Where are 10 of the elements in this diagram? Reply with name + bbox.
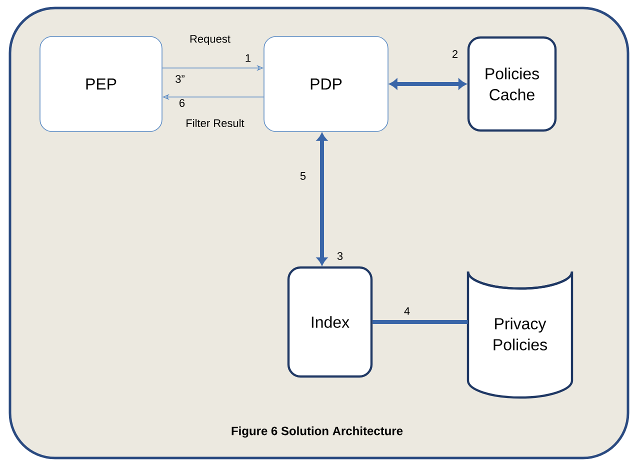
process-box: Policies Cache xyxy=(467,36,557,132)
step-number: 3” xyxy=(176,75,184,83)
process-box: Index xyxy=(287,266,373,378)
caption: Figure 6 Solution Architecture xyxy=(232,426,403,438)
process-box: PDP xyxy=(264,36,388,132)
process-box: PEP xyxy=(40,36,162,132)
arrow xyxy=(390,78,466,90)
step-label: Filter Result xyxy=(186,118,244,128)
step-label: Request xyxy=(190,35,230,45)
arrow xyxy=(316,133,328,266)
